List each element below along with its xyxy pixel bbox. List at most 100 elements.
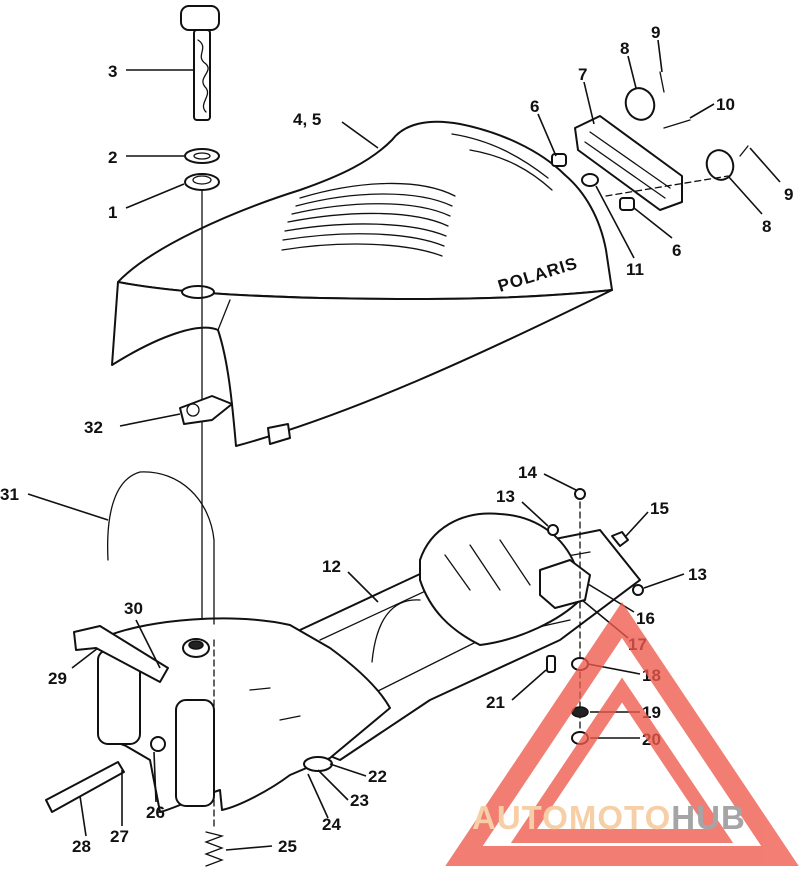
- label-part-7: 7: [578, 65, 587, 84]
- label-part-4-5: 4, 5: [293, 110, 321, 129]
- label-part-8: 8: [620, 39, 629, 58]
- leader-1: [125, 183, 185, 209]
- leader-15: [625, 511, 649, 537]
- watermark-text-automoto: AUTOMOTO: [472, 799, 671, 836]
- label-part-16: 16: [636, 609, 655, 628]
- leader-9b: [749, 147, 781, 183]
- label-part-13-right: 13: [688, 565, 707, 584]
- tank-pod-right: [175, 699, 215, 807]
- reflector-upper: [624, 87, 656, 121]
- label-part-30: 30: [124, 599, 143, 618]
- fuel-cap-gauge-wave: [197, 39, 209, 113]
- bolt-upper: [547, 524, 559, 536]
- leader-24: [307, 773, 329, 819]
- watermark-text: AUTOMOTOHUB: [472, 799, 746, 836]
- leader-29: [71, 647, 99, 669]
- bracket-slot: [589, 131, 671, 189]
- console-detail: [444, 554, 471, 591]
- label-part-1: 1: [108, 203, 117, 222]
- seat-mount-tab: [267, 423, 291, 445]
- tank-surface-mark: [249, 687, 271, 691]
- leader-10: [689, 103, 715, 119]
- washer-side: [632, 584, 644, 596]
- tank-surface-mark: [279, 715, 301, 721]
- screw-lower: [739, 145, 749, 157]
- leader-11: [595, 185, 635, 259]
- label-part-9: 9: [651, 23, 660, 42]
- seat-assembly: POLARIS: [111, 120, 613, 447]
- seat-rib: [281, 243, 443, 257]
- label-part-15: 15: [650, 499, 669, 518]
- label-part-27: 27: [110, 827, 129, 846]
- leader-21: [511, 669, 547, 701]
- label-part-21: 21: [486, 693, 505, 712]
- clip-hole: [186, 403, 200, 417]
- leader-23: [317, 769, 349, 801]
- label-part-6: 6: [530, 97, 539, 116]
- label-part-32: 32: [84, 418, 103, 437]
- label-part-12: 12: [322, 557, 341, 576]
- watermark-text-hub: HUB: [671, 799, 746, 836]
- leader-4-5: [341, 121, 379, 149]
- label-part-11: 11: [626, 260, 644, 279]
- screw-upper: [659, 71, 665, 93]
- bracket-axis: [605, 175, 729, 197]
- nut: [581, 173, 599, 187]
- label-part-9-lower: 9: [784, 185, 793, 204]
- leader-31: [27, 493, 109, 521]
- spring: [204, 831, 225, 867]
- fuel-cap-knob: [180, 5, 220, 31]
- fuel-cap-assembly: [180, 5, 220, 641]
- fuel-tank-assembly: [45, 512, 641, 813]
- screw-bracket: [663, 119, 691, 129]
- console-detail: [469, 544, 501, 591]
- label-part-22: 22: [368, 767, 387, 786]
- label-part-3: 3: [108, 62, 117, 81]
- clip-fastener: [611, 531, 629, 547]
- leader-6a: [537, 113, 557, 157]
- leader-lines: [27, 39, 781, 851]
- leader-12: [347, 571, 379, 603]
- bolt-top: [574, 488, 586, 500]
- seat-fill-hole: [181, 285, 215, 299]
- watermark-triangle-outer: [445, 602, 799, 866]
- label-part-24: 24: [322, 815, 341, 834]
- label-part-14: 14: [518, 463, 537, 482]
- leader-14: [543, 473, 577, 491]
- label-part-25: 25: [278, 837, 297, 856]
- gasket-hole: [193, 152, 211, 160]
- control-box: [539, 559, 591, 609]
- label-part-28: 28: [72, 837, 91, 856]
- spacer-upper: [551, 153, 567, 167]
- tank-strap: [73, 625, 169, 683]
- seat-rib: [299, 182, 456, 199]
- seat-rib: [287, 212, 449, 227]
- label-part-10: 10: [716, 95, 735, 114]
- bolt-lower: [546, 655, 556, 673]
- leader-13b: [643, 573, 685, 589]
- tank-fill-opening: [188, 640, 204, 650]
- label-part-29: 29: [48, 669, 67, 688]
- leader-30: [135, 619, 161, 669]
- seat-rib: [291, 203, 451, 217]
- gasket: [184, 148, 220, 164]
- watermark: AUTOMOTOHUB: [445, 602, 799, 866]
- seat-rear-detail: [469, 149, 553, 191]
- leader-26: [153, 751, 157, 803]
- bracket-plate: [574, 115, 683, 211]
- seat-rib: [295, 193, 453, 207]
- fuel-fitting: [150, 736, 166, 752]
- clip-bracket: [179, 395, 233, 425]
- seat-rib: [284, 223, 447, 237]
- label-part-26: 26: [146, 803, 165, 822]
- label-part-23: 23: [350, 791, 369, 810]
- fuel-line: [45, 761, 125, 813]
- leader-25: [225, 845, 273, 851]
- label-part-8-lower: 8: [762, 217, 771, 236]
- leader-7: [583, 81, 595, 125]
- leader-9a: [657, 39, 663, 73]
- leader-32: [119, 413, 181, 427]
- leader-28: [79, 795, 87, 837]
